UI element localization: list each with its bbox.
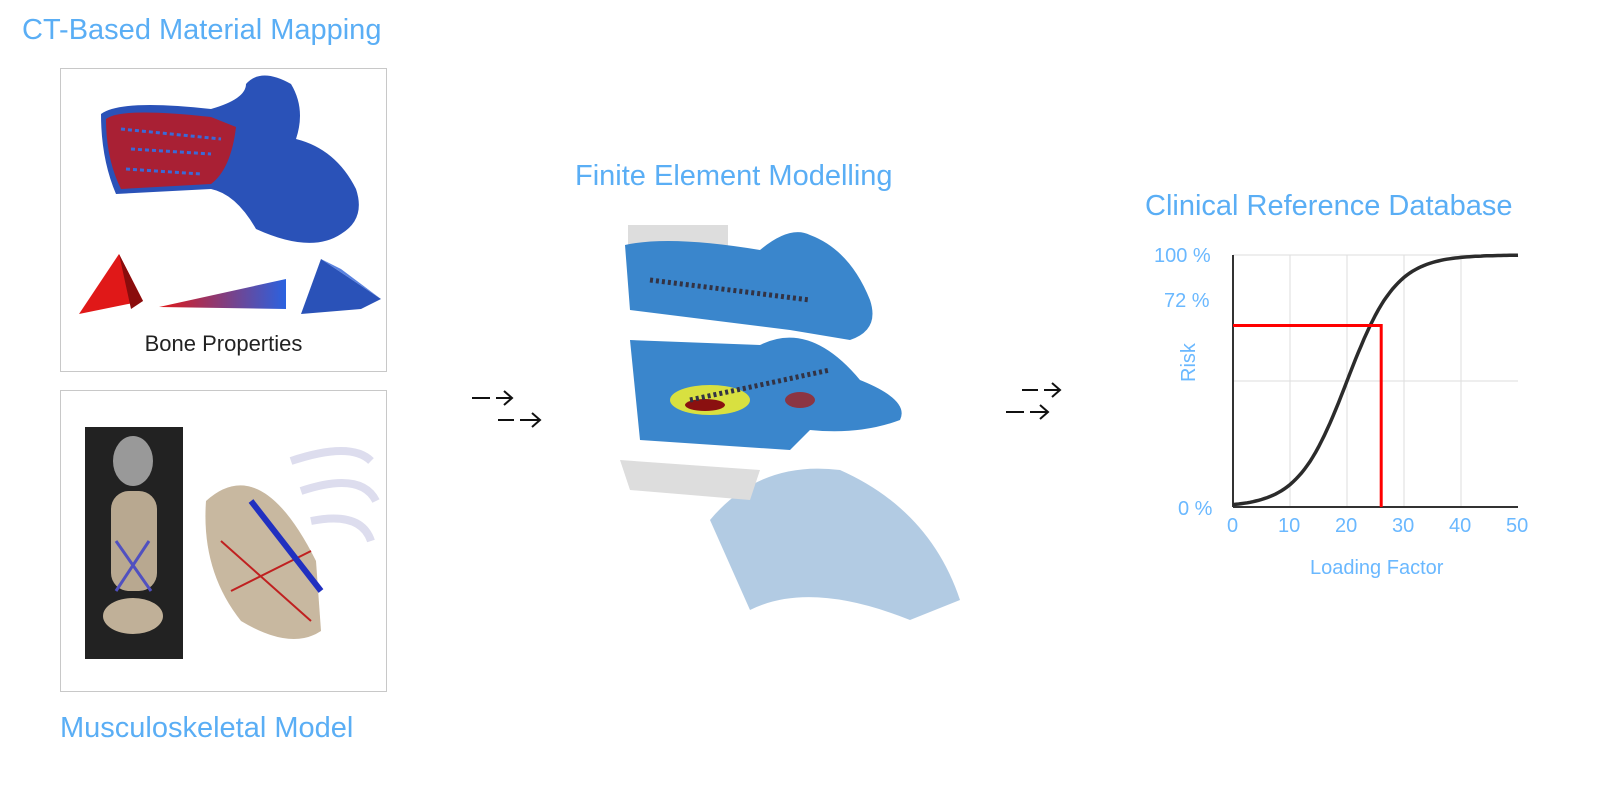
bone-properties-label: Bone Properties bbox=[144, 331, 303, 356]
musculoskeletal-panel bbox=[60, 390, 387, 692]
fem-title: Finite Element Modelling bbox=[575, 160, 893, 192]
finite-element-spine-image bbox=[620, 225, 960, 620]
risk-curve bbox=[1232, 253, 1519, 507]
arrow-icon bbox=[1006, 382, 1062, 420]
y-axis-label: Risk bbox=[1178, 343, 1200, 382]
y-tick-label: 72 % bbox=[1164, 290, 1210, 312]
musculoskeletal-title: Musculoskeletal Model bbox=[60, 712, 354, 744]
ct-mapping-panel: Bone Properties bbox=[60, 68, 387, 372]
vertebra-material-map-image bbox=[79, 75, 381, 314]
y-tick-label: 100 % bbox=[1154, 245, 1211, 267]
x-tick-label: 20 bbox=[1335, 515, 1358, 537]
y-tick-label: 0 % bbox=[1178, 498, 1213, 520]
x-tick-label: 40 bbox=[1449, 515, 1472, 537]
x-tick-label: 30 bbox=[1392, 515, 1415, 537]
x-tick-label: 50 bbox=[1506, 515, 1529, 537]
x-tick-label: 0 bbox=[1227, 515, 1239, 537]
clinical-db-title: Clinical Reference Database bbox=[1145, 190, 1513, 222]
arrow-icon bbox=[472, 390, 542, 428]
risk-marker-line bbox=[1233, 324, 1383, 507]
x-tick-label: 10 bbox=[1278, 515, 1301, 537]
musculoskeletal-model-image bbox=[85, 427, 380, 659]
x-axis-label: Loading Factor bbox=[1310, 557, 1444, 579]
ct-mapping-title: CT-Based Material Mapping bbox=[22, 14, 382, 46]
